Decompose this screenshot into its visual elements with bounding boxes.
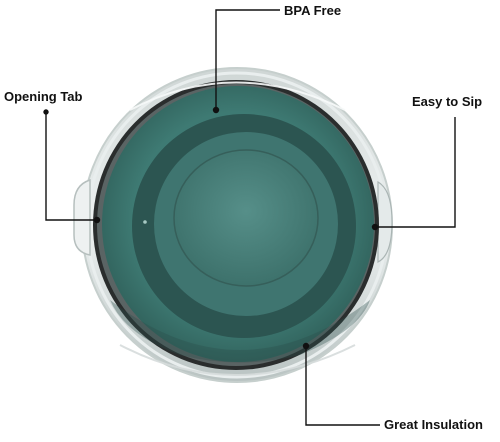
easy-to-sip-leader (375, 117, 456, 228)
callout-lines (43, 9, 456, 426)
great-insulation-label: Great Insulation (384, 417, 483, 432)
great-insulation-leader (305, 346, 380, 426)
lid-center-disc (173, 149, 319, 287)
easy-to-sip-label: Easy to Sip (412, 94, 483, 109)
bpa-free-leader (215, 9, 280, 110)
sip-notch (377, 180, 393, 263)
opening-tab (73, 178, 91, 256)
opening-tab-leader (45, 112, 97, 221)
bpa-free-label: BPA Free (284, 3, 342, 18)
opening-tab-label: Opening Tab (4, 89, 83, 104)
